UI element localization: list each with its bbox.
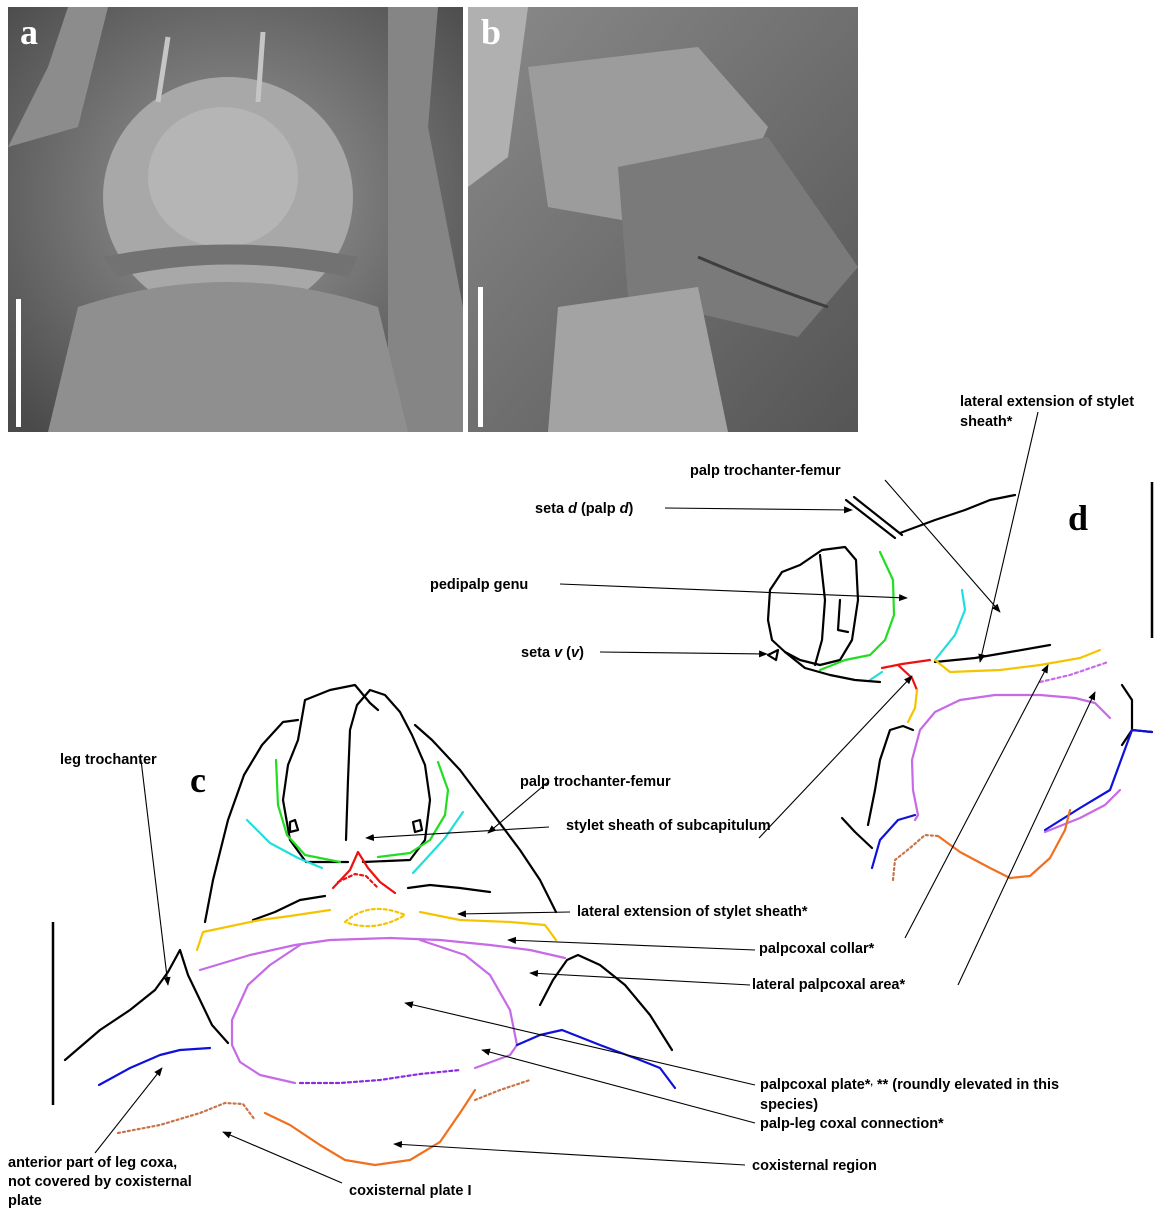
leg-trochanter-c [65,950,228,1060]
label-anterior-leg-coxa-3: plate [8,1193,42,1209]
leg-coxa-left-c [99,1048,210,1085]
label-seta-v: seta v (v) [521,645,584,661]
label-anterior-leg-coxa-1: anterior part of leg coxa, [8,1155,177,1171]
label-palp-leg-connection: palp-leg coxal connection* [760,1116,944,1132]
labels-d: lateral extension of stylet sheath* palp… [430,394,1134,661]
stylet-sheath-d [882,660,930,690]
palpcoxal-collar-c [197,910,556,950]
label-coxisternal-region: coxisternal region [752,1158,877,1174]
label-lateral-extension-d-1: lateral extension of stylet [960,394,1134,410]
leader-arrows [95,412,1095,1183]
lateral-palpcoxal-area-c [200,938,565,970]
drawing-d [768,482,1152,880]
label-leg-trochanter: leg trochanter [60,752,157,768]
label-palp-trochanter-femur-c: palp trochanter-femur [520,774,671,790]
leg-coxa-d [872,815,915,868]
trochanter-d [935,590,965,660]
leg-coxa-right-c [517,1030,675,1088]
labels-c: leg trochanter palp trochanter-femur sty… [8,752,1059,1209]
palpcoxal-plate-d [920,695,1110,730]
label-lateral-extension-d-2: sheath* [960,414,1013,430]
chelicera-left-c [283,685,378,862]
palp-leg-connection-c [300,1070,460,1083]
coxisternal-region-d [938,810,1070,878]
label-lateral-palpcoxal-area: lateral palpcoxal area* [752,977,905,993]
stylet-sheath-c [333,852,395,893]
chelicera-d [768,547,858,665]
label-palp-trochanter-femur-d: palp trochanter-femur [690,463,841,479]
gnathosoma-outline-c [205,720,556,922]
label-seta-d: seta d (palp d) [535,501,633,517]
label-pedipalp-genu-d: pedipalp genu [430,577,528,593]
label-coxisternal-plate: coxisternal plate I [349,1183,472,1199]
coxisternal-region-c [265,1090,475,1165]
label-palpcoxal-collar: palpcoxal collar* [759,941,875,957]
label-stylet-sheath: stylet sheath of subcapitulum [566,818,771,834]
label-palpcoxal-plate-species: species) [760,1097,818,1113]
palpcoxal-plate-c [232,940,517,1083]
label-palpcoxal-plate: palpcoxal plate*, ** (roundly elevated i… [760,1077,1059,1093]
label-anterior-leg-coxa-2: not covered by coxisternal [8,1174,192,1190]
genu-right-c [378,762,448,857]
label-lateral-extension-c: lateral extension of stylet sheath* [577,904,808,920]
